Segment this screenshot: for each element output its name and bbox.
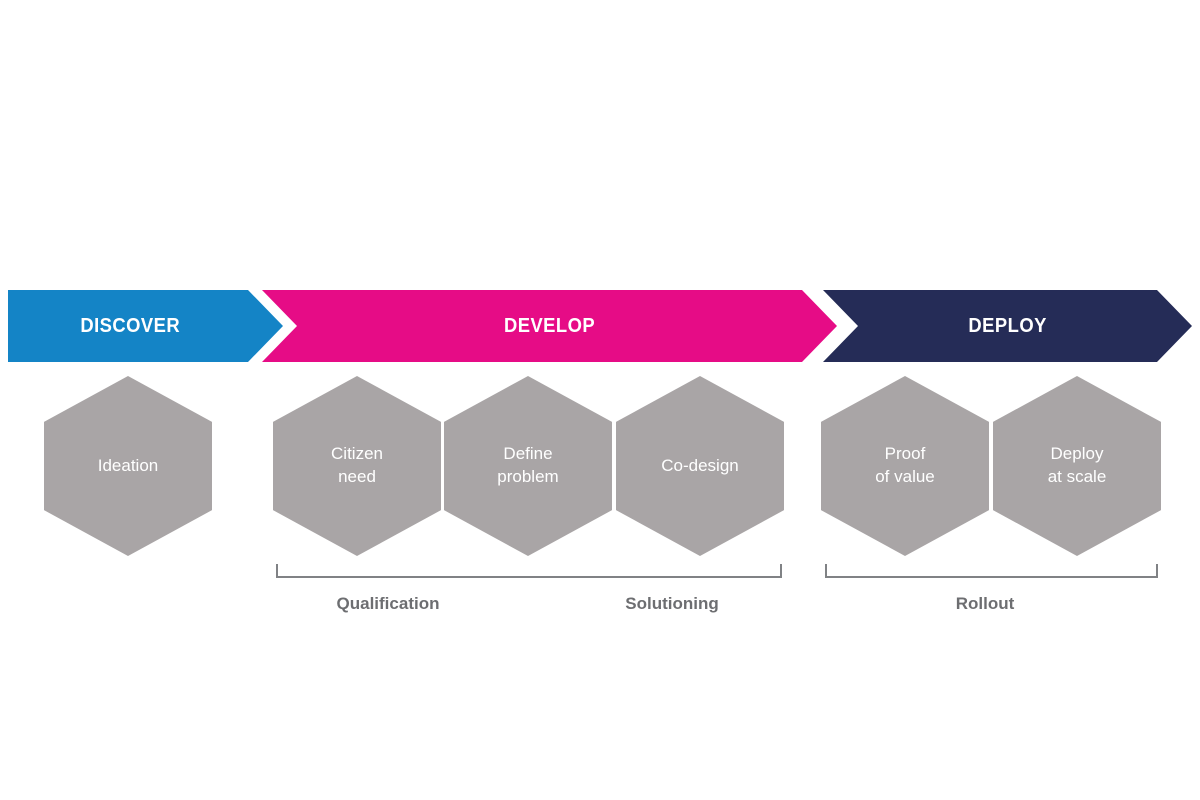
hexagon-deploy-at-scale: Deploy at scale: [993, 376, 1161, 556]
hexagon-label: Proof of value: [875, 444, 935, 486]
hexagon-label: Citizen need: [331, 444, 383, 486]
hexagon-label: Co-design: [661, 455, 739, 475]
phase-label-develop: DEVELOP: [503, 314, 596, 337]
hexagon-label: Ideation: [97, 455, 159, 475]
hexagon-co-design: Co-design: [616, 376, 784, 556]
phase-arrow-discover: DISCOVER: [8, 290, 283, 362]
phase-arrow-deploy: DEPLOY: [823, 290, 1192, 362]
hexagon-label: Define problem: [497, 444, 559, 486]
phase-label-discover: DISCOVER: [80, 314, 181, 337]
stage-label-qualification: Qualification: [336, 594, 440, 613]
hexagon-label: Deploy at scale: [1047, 444, 1107, 486]
stage-label-solutioning: Solutioning: [625, 594, 719, 613]
bracket-develop-stages: [276, 564, 782, 578]
bracket-deploy-stages: [825, 564, 1158, 578]
phase-arrow-develop: DEVELOP: [262, 290, 837, 362]
hexagon-ideation: Ideation: [44, 376, 212, 556]
hexagon-citizen-need: Citizen need: [273, 376, 441, 556]
hexagon-define-problem: Define problem: [444, 376, 612, 556]
phase-label-deploy: DEPLOY: [968, 314, 1047, 337]
stage-label-rollout: Rollout: [955, 594, 1015, 613]
hexagon-proof-of-value: Proof of value: [821, 376, 989, 556]
